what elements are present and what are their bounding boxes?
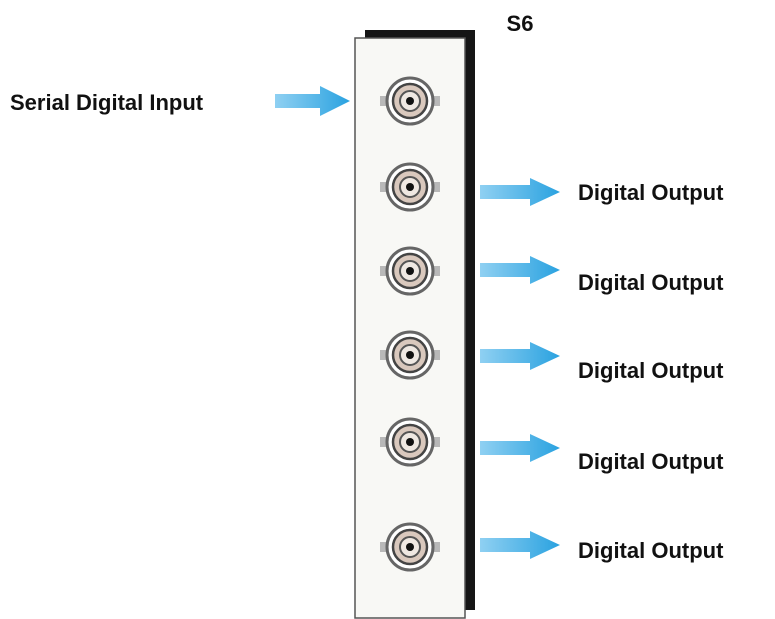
slot-label: S6	[507, 11, 534, 36]
output-arrow	[480, 531, 560, 559]
bnc-connector	[380, 162, 440, 212]
output-label: Digital Output	[578, 538, 724, 563]
bnc-connector	[380, 417, 440, 467]
output-arrow	[480, 342, 560, 370]
bnc-connectors	[380, 76, 440, 572]
output-label: Digital Output	[578, 180, 724, 205]
output-label: Digital Output	[578, 449, 724, 474]
input-label: Serial Digital Input	[10, 90, 204, 115]
output-arrow	[480, 256, 560, 284]
bnc-connector	[380, 76, 440, 126]
rear-panel	[354, 37, 466, 619]
input-arrow	[275, 86, 350, 116]
bnc-connector	[380, 246, 440, 296]
output-label: Digital Output	[578, 270, 724, 295]
output-arrow	[480, 434, 560, 462]
bnc-connector	[380, 522, 440, 572]
bnc-connector	[380, 330, 440, 380]
output-arrow	[480, 178, 560, 206]
output-label: Digital Output	[578, 358, 724, 383]
